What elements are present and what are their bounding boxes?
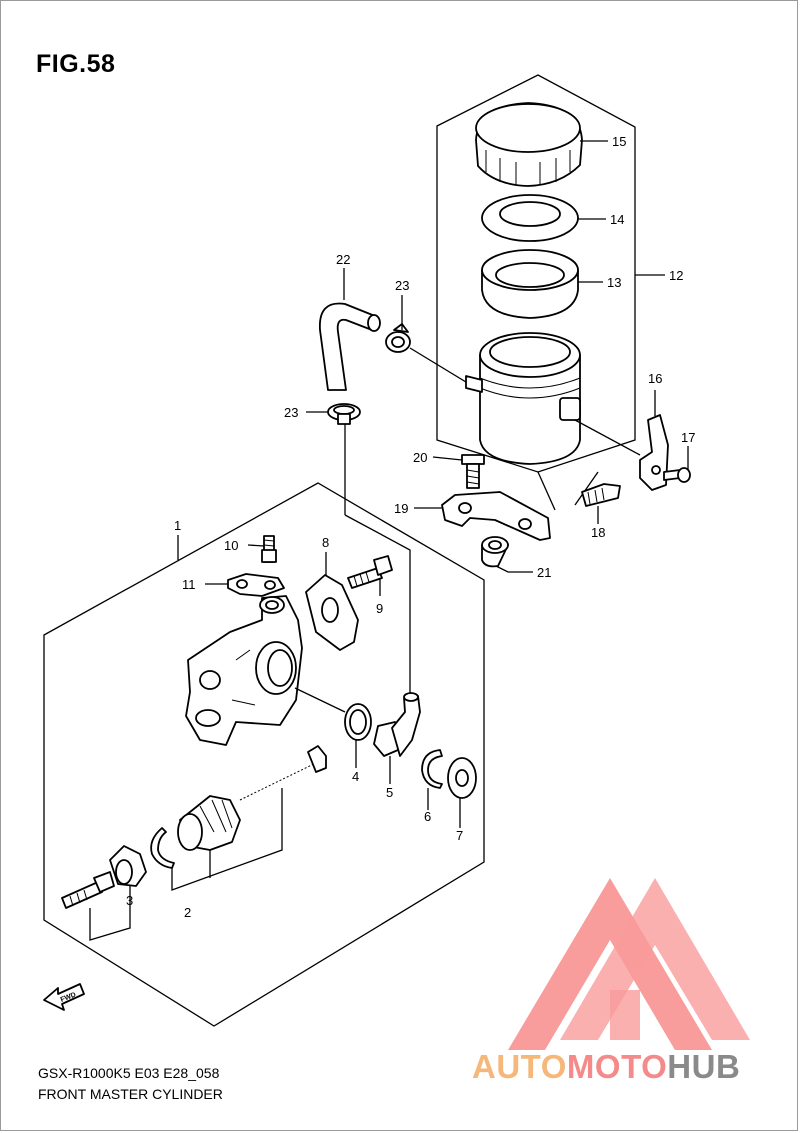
callout-15: 15 (612, 134, 626, 149)
leader-line (344, 514, 411, 705)
part-11-plate (227, 573, 285, 597)
part-13-diaphragm (481, 249, 579, 319)
part-7-dust-boot (447, 757, 477, 799)
model-code: GSX-R1000K5 E03 E28_058 (38, 1065, 220, 1081)
callout-1: 1 (174, 518, 181, 533)
part-9-bolt (347, 555, 393, 589)
push-rod-bolt (61, 871, 115, 909)
leader-10 (247, 544, 265, 547)
part-17-screw (663, 467, 691, 483)
leader-line (409, 347, 467, 383)
part-4-o-ring (344, 703, 372, 741)
part-5-connector (373, 692, 421, 757)
part-23-clamp-lower (327, 403, 361, 425)
callout-17: 17 (681, 430, 695, 445)
part-15-reservoir-cap (475, 102, 583, 187)
part-8-holder (305, 574, 359, 651)
part-12-reservoir-tank (465, 332, 581, 465)
part-18-bolt (581, 483, 621, 507)
watermark-word-2: MOTO (566, 1048, 668, 1085)
leader-20 (432, 456, 463, 461)
watermark-word-1: AUTO (472, 1048, 567, 1085)
leader-line-2 (171, 788, 283, 891)
part-23-clamp-upper (385, 323, 411, 353)
part-group-name: FRONT MASTER CYLINDER (38, 1086, 223, 1102)
callout-16: 16 (648, 371, 662, 386)
callout-3: 3 (126, 893, 133, 908)
callout-12: 12 (669, 268, 683, 283)
part-16-mount-bracket (639, 414, 669, 491)
callout-9: 9 (376, 601, 383, 616)
callout-10: 10 (224, 538, 238, 553)
callout-8: 8 (322, 535, 329, 550)
leader-line (537, 471, 556, 511)
fwd-arrow-icon: FWD (43, 983, 85, 1011)
callout-7: 7 (456, 828, 463, 843)
leader-line (574, 471, 599, 506)
part-20-bolt (461, 454, 485, 489)
callout-labels: 1 2 3 4 5 6 7 8 9 10 11 12 13 14 15 16 1… (126, 134, 695, 920)
watermark-word-3: HUB (667, 1048, 741, 1085)
circlip-piston (150, 827, 175, 869)
watermark-text: AUTOMOTOHUB (472, 1048, 740, 1086)
callout-18: 18 (591, 525, 605, 540)
callout-22: 22 (336, 252, 350, 267)
assembly-outline-reservoir (436, 74, 636, 473)
callout-23-upper: 23 (395, 278, 409, 293)
figure-title: FIG.58 (36, 50, 116, 78)
part-10-bleeder (261, 535, 277, 563)
callout-21: 21 (537, 565, 551, 580)
part-22-hose (319, 302, 381, 391)
leader-line (574, 419, 641, 456)
part-6-circlip (421, 749, 443, 789)
leader-21 (495, 565, 533, 573)
callout-11: 11 (182, 577, 196, 592)
part-21-grommet (481, 536, 509, 568)
part-3-piston-cup (109, 845, 147, 887)
part-2-piston-set (177, 745, 327, 851)
master-cylinder-body (185, 595, 303, 746)
part-19-bracket (441, 491, 551, 541)
leader-line-3 (89, 885, 131, 941)
callout-6: 6 (424, 809, 431, 824)
callout-19: 19 (394, 501, 408, 516)
callout-4: 4 (352, 769, 359, 784)
watermark-logo (508, 878, 750, 1050)
leader-line (294, 687, 346, 713)
callout-2: 2 (184, 905, 191, 920)
callout-13: 13 (607, 275, 621, 290)
callout-14: 14 (610, 212, 624, 227)
callout-23-lower: 23 (284, 405, 298, 420)
callout-5: 5 (386, 785, 393, 800)
assembly-outline-master-cylinder (43, 482, 485, 1027)
part-14-diaphragm-plate (481, 194, 579, 242)
callout-20: 20 (413, 450, 427, 465)
